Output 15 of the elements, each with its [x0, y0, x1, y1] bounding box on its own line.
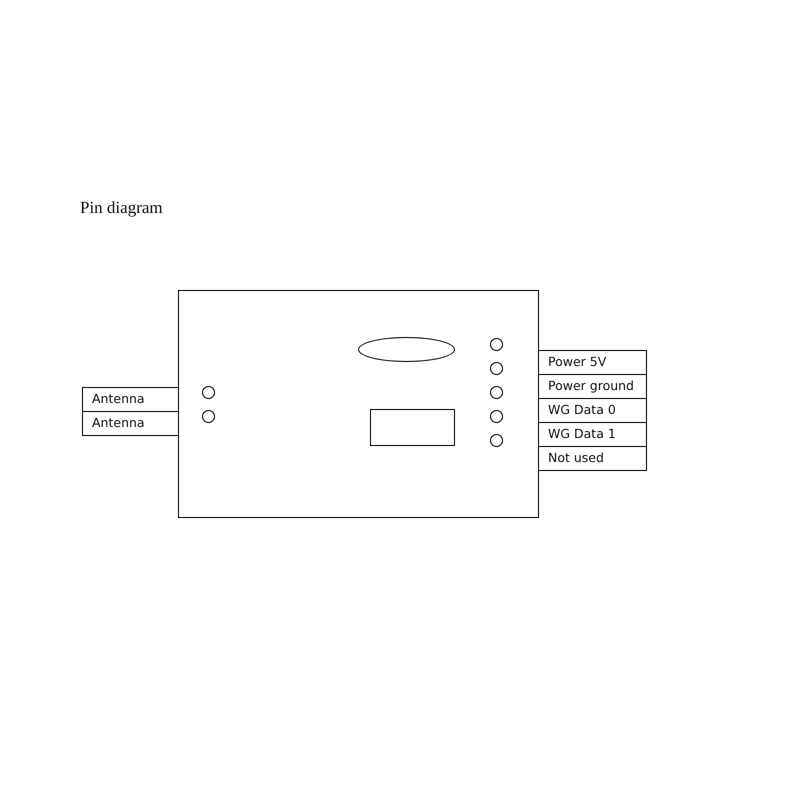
diagram-title: Pin diagram — [80, 198, 163, 218]
pin-label: Antenna — [82, 387, 179, 412]
display-window — [370, 409, 455, 446]
pin-hole — [490, 410, 503, 423]
pin-hole — [490, 338, 503, 351]
device-enclosure — [178, 290, 539, 518]
pin-hole — [490, 434, 503, 447]
pin-label: Not used — [538, 446, 647, 471]
pin-hole — [490, 362, 503, 375]
oval-window — [358, 337, 455, 362]
pin-label: Antenna — [82, 411, 179, 436]
pin-label: Power 5V — [538, 350, 647, 375]
pin-hole — [202, 386, 215, 399]
pin-hole — [202, 410, 215, 423]
pin-hole — [490, 386, 503, 399]
